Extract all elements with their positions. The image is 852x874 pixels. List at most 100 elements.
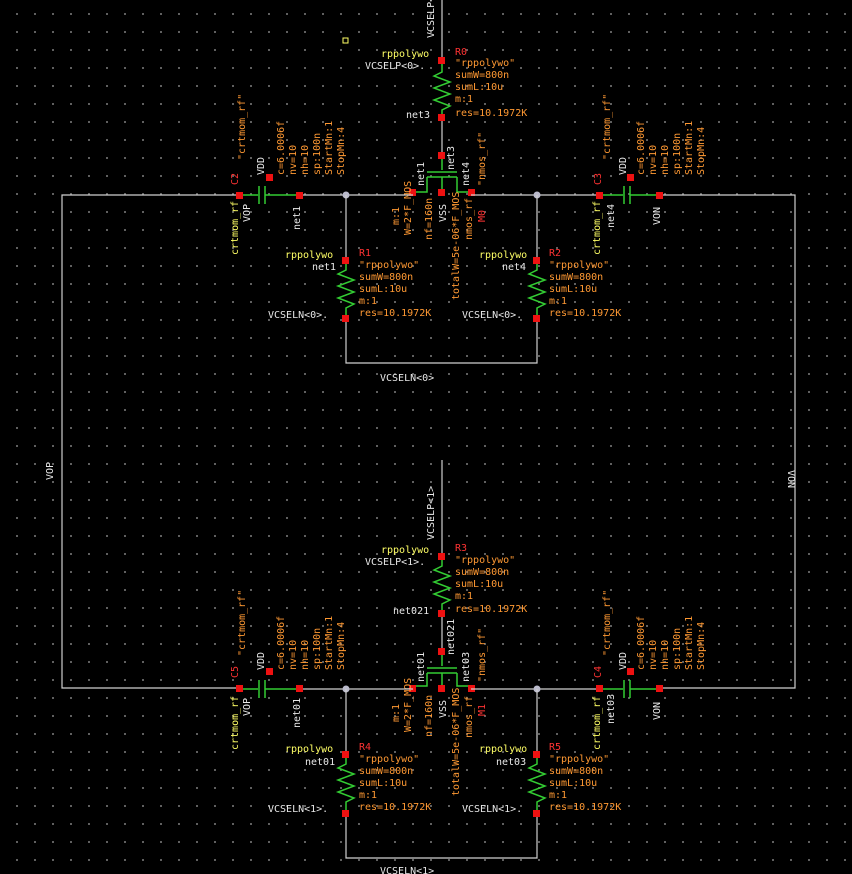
resistor-r5[interactable] (526, 751, 548, 817)
r4-id: R4 (359, 742, 371, 753)
r3-model: "rppolywo" (455, 555, 515, 566)
capacitor-c5[interactable] (236, 668, 303, 698)
c4-start: StartMn:1 (684, 616, 695, 670)
r3-net-in: VCSELP<1>. (365, 557, 425, 568)
r2-m: m:1 (549, 296, 567, 307)
marker-square (342, 37, 349, 44)
c2-model: "crtmom_rf" (237, 94, 248, 160)
c2-stop: StopMn:4 (336, 127, 347, 175)
r1-net-out: VCSELN<0>. (268, 310, 328, 321)
c3-nv: nv=10 (648, 145, 659, 175)
transistor-m0[interactable] (409, 159, 475, 196)
c5-net-b: net01 (292, 698, 303, 728)
r1-w: sumW=800n (359, 272, 413, 283)
r1-l: sumL:10u (359, 284, 407, 295)
capacitor-c4[interactable] (596, 668, 663, 698)
r4-l: sumL:10u (359, 778, 407, 789)
r3-res: res=10.1972K (455, 604, 527, 615)
r2-w: sumW=800n (549, 272, 603, 283)
r3-w: sumW=800n (455, 567, 509, 578)
m0-nf: nf=160n (424, 198, 435, 240)
r3-id: R3 (455, 543, 467, 554)
m1-s-net: net03 (461, 652, 472, 682)
c3-vdd: VDD (618, 157, 629, 175)
m1-nf: nf=160n (424, 695, 435, 737)
r5-model: "rppolywo" (549, 754, 609, 765)
c3-nh: nh=10 (660, 145, 671, 175)
m1-m: m:1 (391, 704, 402, 722)
r4-net-out: VCSELN<1>. (268, 804, 328, 815)
cell-bottom: VCSELP<1> R3 rppolywo VCSELP<1>. "rppoly… (230, 460, 707, 874)
r5-lib: rppolywo (479, 744, 527, 755)
r5-res: res=10.1972K (549, 802, 621, 813)
capacitor-c3[interactable] (596, 174, 663, 204)
r2-res: res=10.1972K (549, 308, 621, 319)
capacitor-c2[interactable] (236, 174, 303, 204)
c4-vdd: VDD (618, 652, 629, 670)
m1-model: "nmos_rf" (477, 628, 488, 682)
r3-net-top: VCSELP<1> (426, 486, 437, 540)
r0-net-top: VCSELP<0> (426, 0, 437, 38)
r1-res: res=10.1972K (359, 308, 431, 319)
m1-w: W=2*F_MOS (403, 678, 414, 732)
von-side-label: VON (785, 470, 796, 488)
resistor-r4[interactable] (335, 751, 357, 817)
r4-model: "rppolywo" (359, 754, 419, 765)
c3-lib: crtmom_rf (592, 201, 603, 255)
r3-l: sumL:10u (455, 579, 503, 590)
r0-m: m:1 (455, 94, 473, 105)
c4-stop: StopMn:4 (696, 622, 707, 670)
m1-lib: nmos_rf (464, 696, 475, 738)
r0-w: sumW=800n (455, 70, 509, 81)
resistor-r0[interactable] (431, 57, 453, 121)
r3-m: m:1 (455, 591, 473, 602)
c4-model: "crtmom_rf" (602, 590, 613, 656)
resistor-r3[interactable] (431, 553, 453, 617)
r1-model: "rppolywo" (359, 260, 419, 271)
c2-net-a: VOP (242, 204, 253, 222)
r1-net-in: net1 (312, 262, 336, 273)
resistor-r2[interactable] (526, 257, 548, 322)
r5-m: m:1 (549, 790, 567, 801)
c5-vdd: VDD (256, 652, 267, 670)
m1-d-net: net01 (416, 652, 427, 682)
c4-lib: crtmom_rf (592, 696, 603, 750)
r4-net-in: net01 (305, 757, 335, 768)
m1-totalw: totalW=5e-06*F_MOS (451, 688, 462, 796)
c5-id: C5 (230, 666, 241, 678)
c5-nv: nv=10 (288, 640, 299, 670)
m0-totalw: totalW=5e-06*F_MOS (451, 192, 462, 300)
vop-side-label: VOP (45, 462, 56, 480)
r0-id: R0 (455, 47, 467, 58)
c5-model: "crtmom_rf" (237, 590, 248, 656)
c2-net-b: net1 (292, 206, 303, 230)
c3-model: "crtmom_rf" (602, 94, 613, 160)
m0-s-net: net4 (461, 162, 472, 186)
r3-net-out: net021 (393, 606, 429, 617)
c2-nh: nh=10 (300, 145, 311, 175)
m0-gate-net: net3 (446, 146, 457, 170)
r0-res: res=10.1972K (455, 108, 527, 119)
c4-net-b: VON (652, 702, 663, 720)
m1-gate-pin (438, 648, 445, 655)
c5-net-a: VOP (242, 698, 253, 716)
r5-net-in: net03 (496, 757, 526, 768)
c2-sp: sp:100n (312, 133, 323, 175)
m1-gate-net: net021 (446, 619, 457, 655)
resistor-r1[interactable] (335, 257, 357, 322)
c3-net-b: VON (652, 207, 663, 225)
c4-net-a: net03 (606, 694, 617, 724)
c5-cap: c=6.0006f (276, 616, 287, 670)
vcseln0-label: VCSELN<0> (380, 373, 434, 384)
c5-sp: sp:100n (312, 628, 323, 670)
c2-start: StartMn:1 (324, 121, 335, 175)
r2-net-in: net4 (502, 262, 526, 273)
cell-top: VCSELP<0> R0 rppolywo VCSELP<0>. "rppoly… (230, 0, 707, 384)
c4-id: C4 (593, 666, 604, 678)
r0-lib: rppolywo (381, 49, 429, 60)
r3-lib: rppolywo (381, 545, 429, 556)
m0-lib: nmos_rf (464, 198, 475, 240)
r2-model: "rppolywo" (549, 260, 609, 271)
